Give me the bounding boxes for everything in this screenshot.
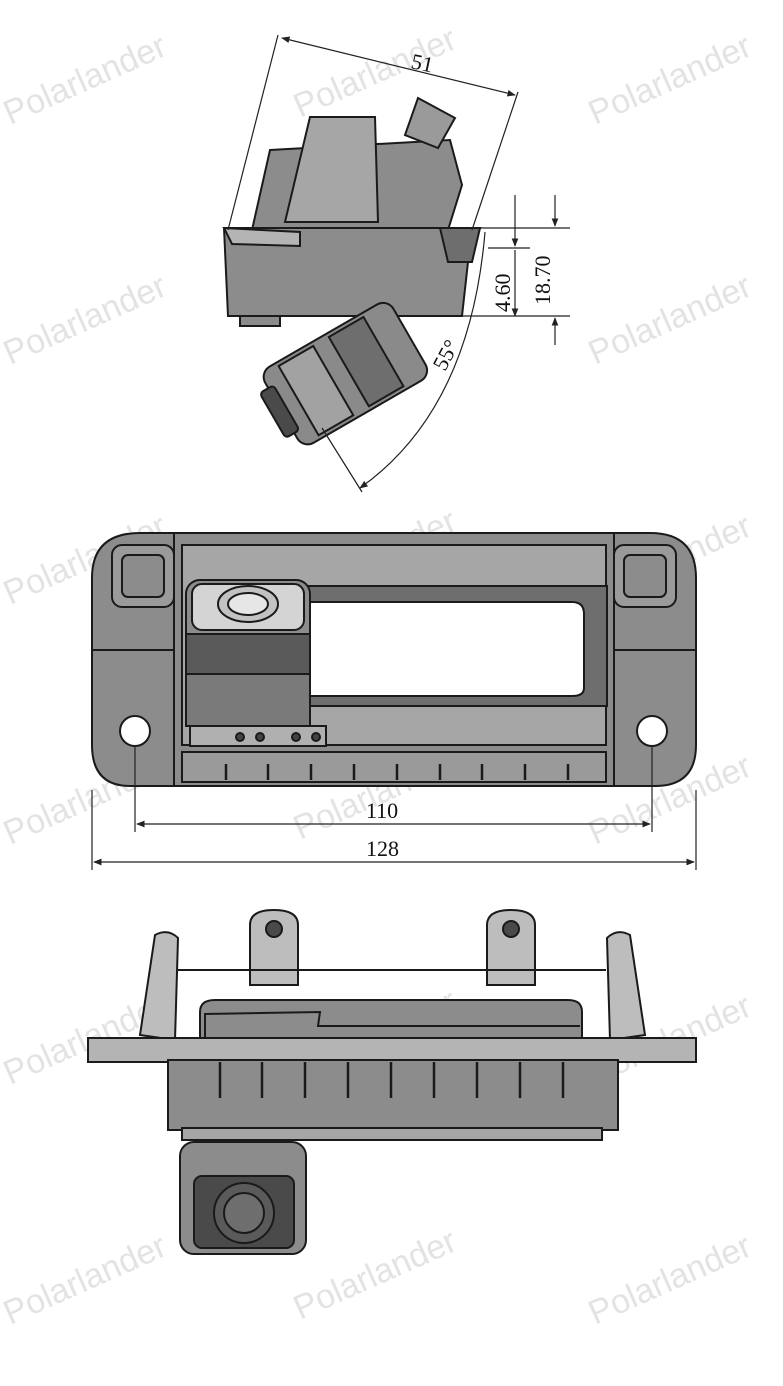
side-camera-band — [327, 315, 405, 408]
front-slots — [224, 764, 570, 780]
side-view: 51 4.60 18.70 55° — [222, 34, 570, 493]
dim-offset-small: 4.60 — [490, 274, 515, 313]
side-camera-lens-face — [260, 385, 300, 438]
side-flange-lip-right — [438, 227, 482, 263]
bottom-tray — [199, 999, 583, 1041]
side-tab — [403, 96, 457, 150]
bottom-tab-left — [249, 908, 299, 986]
front-camera-band — [185, 633, 311, 675]
bottom-view — [87, 908, 697, 1255]
watermark: Polarlander — [0, 1227, 172, 1332]
front-bottom-lip — [181, 751, 607, 783]
watermark: Polarlander — [583, 1227, 757, 1332]
bottom-flange — [87, 1037, 697, 1063]
dim-hole-spacing: 110 — [366, 798, 398, 823]
side-camera-band — [277, 344, 355, 437]
watermark: Polarlander — [0, 267, 172, 372]
front-camera-band — [185, 673, 311, 727]
side-flange-lip — [222, 226, 301, 248]
screw-icon — [255, 732, 265, 742]
front-view: 110 128 — [91, 532, 697, 870]
bottom-body — [167, 1059, 619, 1131]
front-lug-left-inner — [121, 554, 165, 598]
side-flange — [222, 227, 482, 317]
dim-width-side: 51 — [409, 48, 436, 77]
side-flange-foot — [239, 315, 281, 327]
watermark: Polarlander — [583, 27, 757, 132]
dim-overall-width: 128 — [366, 836, 399, 861]
bottom-clip-right — [605, 931, 647, 1042]
bottom-camera-lens-inner — [223, 1192, 265, 1234]
screw-icon — [291, 732, 301, 742]
bottom-base-strip — [181, 1127, 603, 1141]
bottom-ribs — [218, 1062, 565, 1098]
watermark: Polarlander — [288, 1222, 462, 1327]
dim-angle: 55° — [427, 335, 464, 374]
front-lug-right-inner — [623, 554, 667, 598]
front-window — [299, 601, 585, 697]
dim-offset-large: 18.70 — [530, 256, 555, 306]
front-mount-hole-left — [119, 715, 151, 747]
screw-icon — [235, 732, 245, 742]
bottom-tab-right — [486, 908, 536, 986]
watermark: Polarlander — [0, 27, 172, 132]
watermark: Polarlander — [583, 267, 757, 372]
front-camera-lens-inner — [227, 592, 269, 616]
bottom-clip-left — [138, 931, 180, 1042]
side-camera — [260, 301, 429, 446]
side-body-top-block — [283, 116, 380, 223]
front-mount-hole-right — [636, 715, 668, 747]
screw-icon — [311, 732, 321, 742]
